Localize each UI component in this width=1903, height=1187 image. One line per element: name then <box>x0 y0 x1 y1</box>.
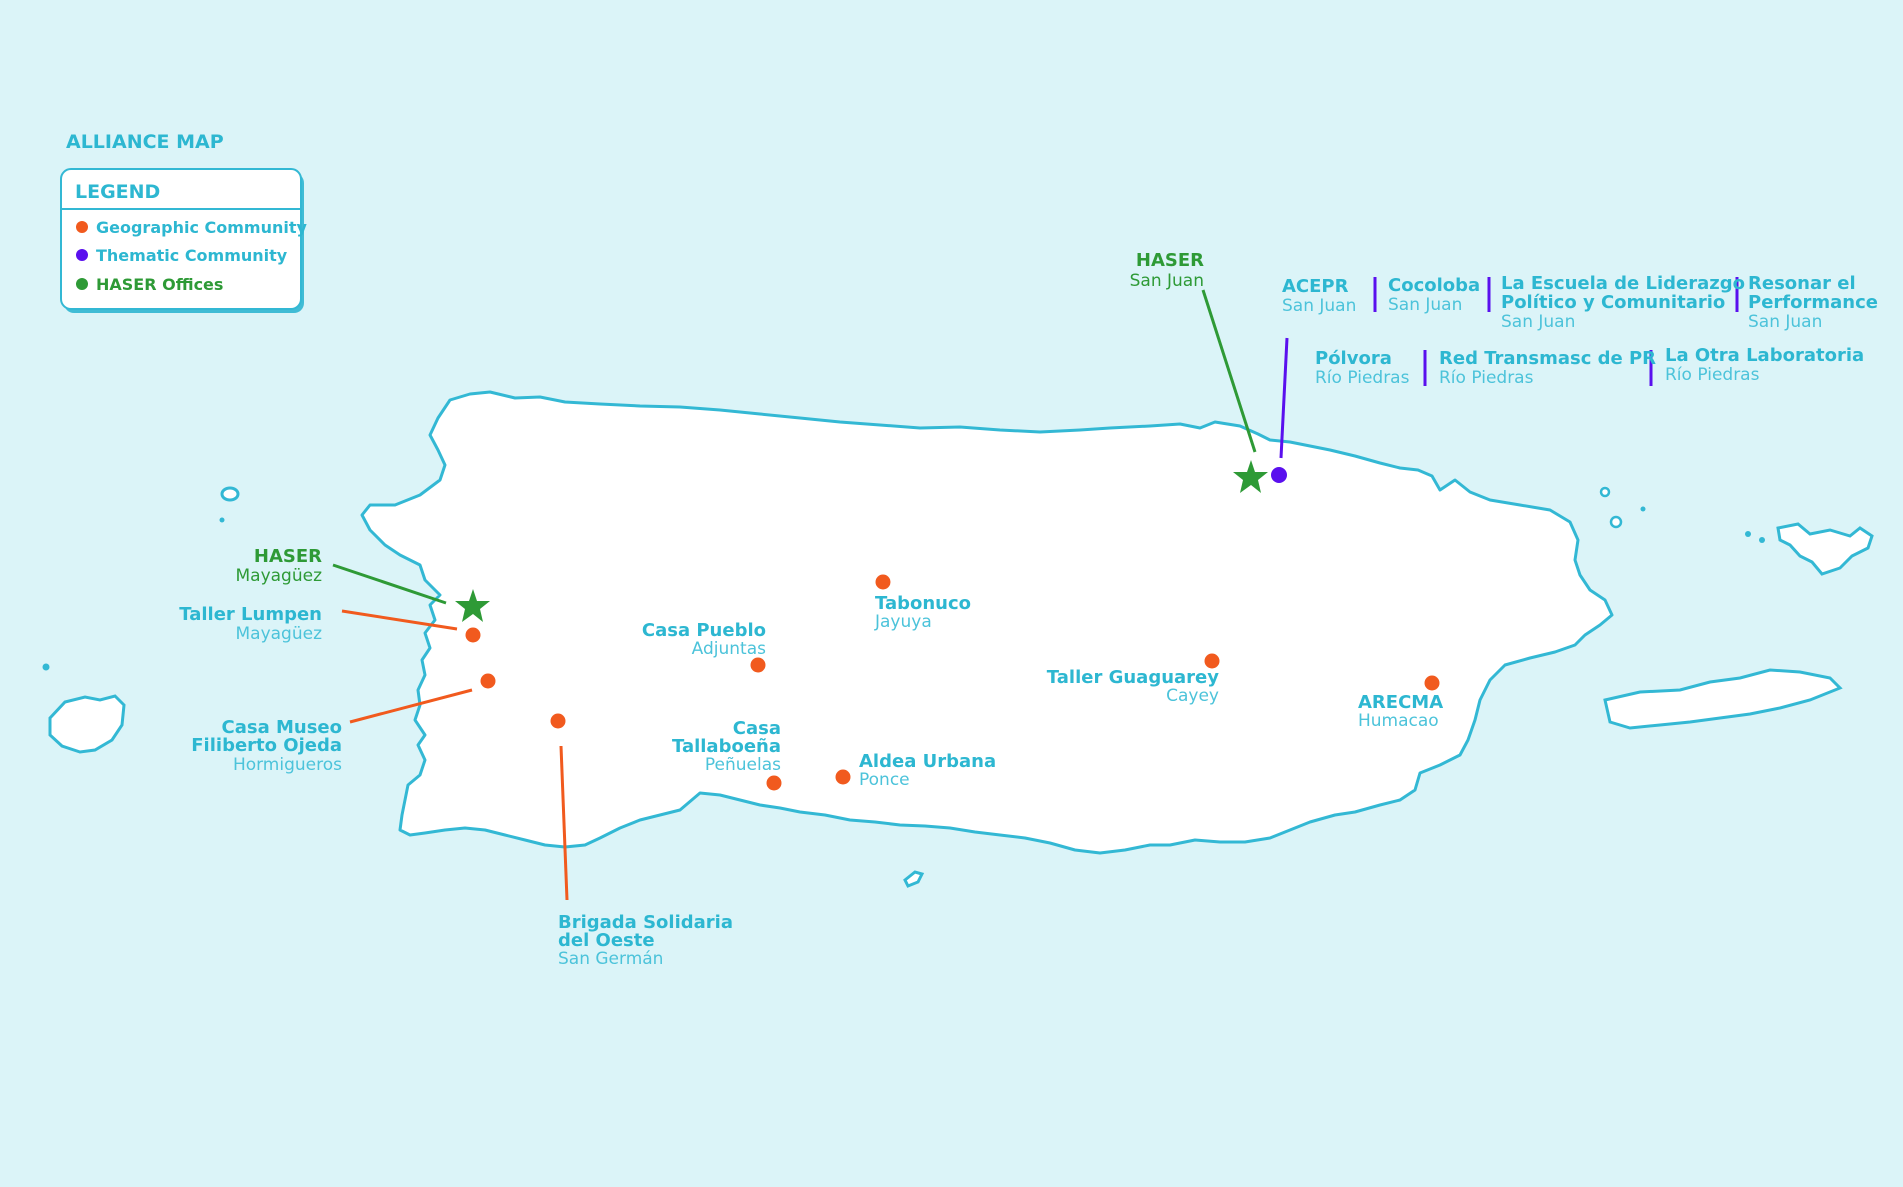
thematic-legend-icon <box>76 249 88 261</box>
marker-aldea-urbana <box>835 769 851 785</box>
svg-text:Río Piedras: Río Piedras <box>1665 365 1760 385</box>
legend-item-geographic: Geographic Community <box>96 218 307 237</box>
svg-text:Río Piedras: Río Piedras <box>1439 368 1534 388</box>
svg-text:ARECMA: ARECMA <box>1358 692 1443 713</box>
svg-text:San Juan: San Juan <box>1388 295 1462 315</box>
label-polvora: Pólvora Río Piedras <box>1315 348 1410 388</box>
svg-text:Político y Comunitario: Político y Comunitario <box>1501 292 1725 313</box>
label-cocoloba: Cocoloba San Juan <box>1388 275 1480 315</box>
svg-text:Cayey: Cayey <box>1166 686 1219 706</box>
svg-text:Ponce: Ponce <box>859 770 910 790</box>
svg-text:ACEPR: ACEPR <box>1282 276 1349 297</box>
legend: LEGEND Geographic Community Thematic Com… <box>60 168 307 313</box>
haser-mayaguez-star-icon <box>455 589 490 622</box>
label-arecma: ARECMA Humacao <box>1358 692 1443 731</box>
label-taller-guaguarey: Taller Guaguarey Cayey <box>1047 667 1219 706</box>
label-otra-laboratoria: La Otra Laboratoria Río Piedras <box>1665 345 1864 385</box>
svg-text:Aldea Urbana: Aldea Urbana <box>859 751 996 772</box>
svg-text:Brigada Solidaria: Brigada Solidaria <box>558 912 733 933</box>
svg-text:Casa: Casa <box>733 718 781 739</box>
label-escuela-liderazgo: La Escuela de Liderazgo Político y Comun… <box>1501 273 1745 332</box>
label-casa-pueblo: Casa Pueblo Adjuntas <box>642 620 766 659</box>
svg-text:La Otra Laboratoria: La Otra Laboratoria <box>1665 345 1864 366</box>
label-haser-san-juan: HASER San Juan <box>1130 250 1205 291</box>
svg-text:Red Transmasc de PR: Red Transmasc de PR <box>1439 348 1656 369</box>
svg-text:San Juan: San Juan <box>1501 312 1575 332</box>
marker-casa-tallabona <box>766 775 782 791</box>
map-title: ALLIANCE MAP <box>66 131 224 153</box>
marker-brigada-solidaria <box>550 713 566 729</box>
legend-item-thematic: Thematic Community <box>96 246 288 265</box>
svg-text:Taller Lumpen: Taller Lumpen <box>179 604 322 625</box>
connectors <box>332 277 1739 901</box>
caja-de-muertos-islet <box>903 870 925 888</box>
svg-text:San Juan: San Juan <box>1748 312 1822 332</box>
svg-text:Adjuntas: Adjuntas <box>692 639 766 659</box>
geographic-legend-icon <box>76 221 88 233</box>
svg-text:Jayuya: Jayuya <box>874 612 932 632</box>
marker-taller-lumpen <box>465 627 481 643</box>
marker-tabonuco <box>875 574 891 590</box>
label-brigada-solidaria: Brigada Solidaria del Oeste San Germán <box>558 912 733 969</box>
desecheo-islet <box>42 663 50 671</box>
svg-text:Pólvora: Pólvora <box>1315 348 1392 369</box>
vieques-island <box>1603 668 1843 730</box>
svg-text:HASER: HASER <box>1136 250 1204 271</box>
islet-west <box>220 486 240 502</box>
culebra-island <box>1776 522 1874 576</box>
label-resonar-performance: Resonar el Performance San Juan <box>1748 273 1878 332</box>
label-red-transmasc: Red Transmasc de PR Río Piedras <box>1439 348 1656 388</box>
svg-text:del Oeste: del Oeste <box>558 930 655 951</box>
svg-text:La Escuela de Liderazgo: La Escuela de Liderazgo <box>1501 273 1745 294</box>
svg-text:Casa Museo: Casa Museo <box>222 717 343 738</box>
label-tabonuco: Tabonuco Jayuya <box>874 593 971 632</box>
haser-san-juan-star-icon <box>1233 460 1268 493</box>
svg-text:Casa Pueblo: Casa Pueblo <box>642 620 766 641</box>
svg-text:Taller Guaguarey: Taller Guaguarey <box>1047 667 1219 688</box>
thematic-marker <box>1271 467 1287 483</box>
svg-text:Cocoloba: Cocoloba <box>1388 275 1480 296</box>
svg-text:Filiberto Ojeda: Filiberto Ojeda <box>191 735 342 756</box>
svg-text:Performance: Performance <box>1748 292 1878 313</box>
svg-text:Hormigueros: Hormigueros <box>233 755 342 775</box>
label-acepr: ACEPR San Juan <box>1282 276 1356 316</box>
label-taller-lumpen: Taller Lumpen Mayagüez <box>179 604 322 644</box>
legend-title: LEGEND <box>75 181 160 203</box>
label-casa-museo: Casa Museo Filiberto Ojeda Hormigueros <box>191 717 342 775</box>
svg-text:San Juan: San Juan <box>1282 296 1356 316</box>
svg-text:Mayagüez: Mayagüez <box>235 566 322 586</box>
legend-item-haser: HASER Offices <box>96 275 223 294</box>
svg-text:Tabonuco: Tabonuco <box>875 593 971 614</box>
svg-text:Resonar el: Resonar el <box>1748 273 1856 294</box>
marker-taller-guaguarey <box>1204 653 1220 669</box>
marker-arecma <box>1424 675 1440 691</box>
svg-text:San Juan: San Juan <box>1130 271 1204 291</box>
haser-legend-icon <box>76 278 88 290</box>
marker-casa-museo <box>480 673 496 689</box>
markers <box>455 460 1440 791</box>
svg-text:Río Piedras: Río Piedras <box>1315 368 1410 388</box>
puerto-rico-island <box>360 390 1614 855</box>
svg-text:HASER: HASER <box>254 546 322 567</box>
marker-casa-pueblo <box>750 657 766 673</box>
svg-text:Tallaboeña: Tallaboeña <box>672 736 781 757</box>
svg-text:Humacao: Humacao <box>1358 711 1439 731</box>
svg-text:Peñuelas: Peñuelas <box>705 755 781 775</box>
svg-text:San Germán: San Germán <box>558 949 663 969</box>
mona-island <box>48 694 126 754</box>
label-haser-mayaguez: HASER Mayagüez <box>235 546 322 586</box>
label-casa-tallabona: Casa Tallaboeña Peñuelas <box>672 718 781 775</box>
svg-text:Mayagüez: Mayagüez <box>235 624 322 644</box>
label-aldea-urbana: Aldea Urbana Ponce <box>859 751 996 790</box>
